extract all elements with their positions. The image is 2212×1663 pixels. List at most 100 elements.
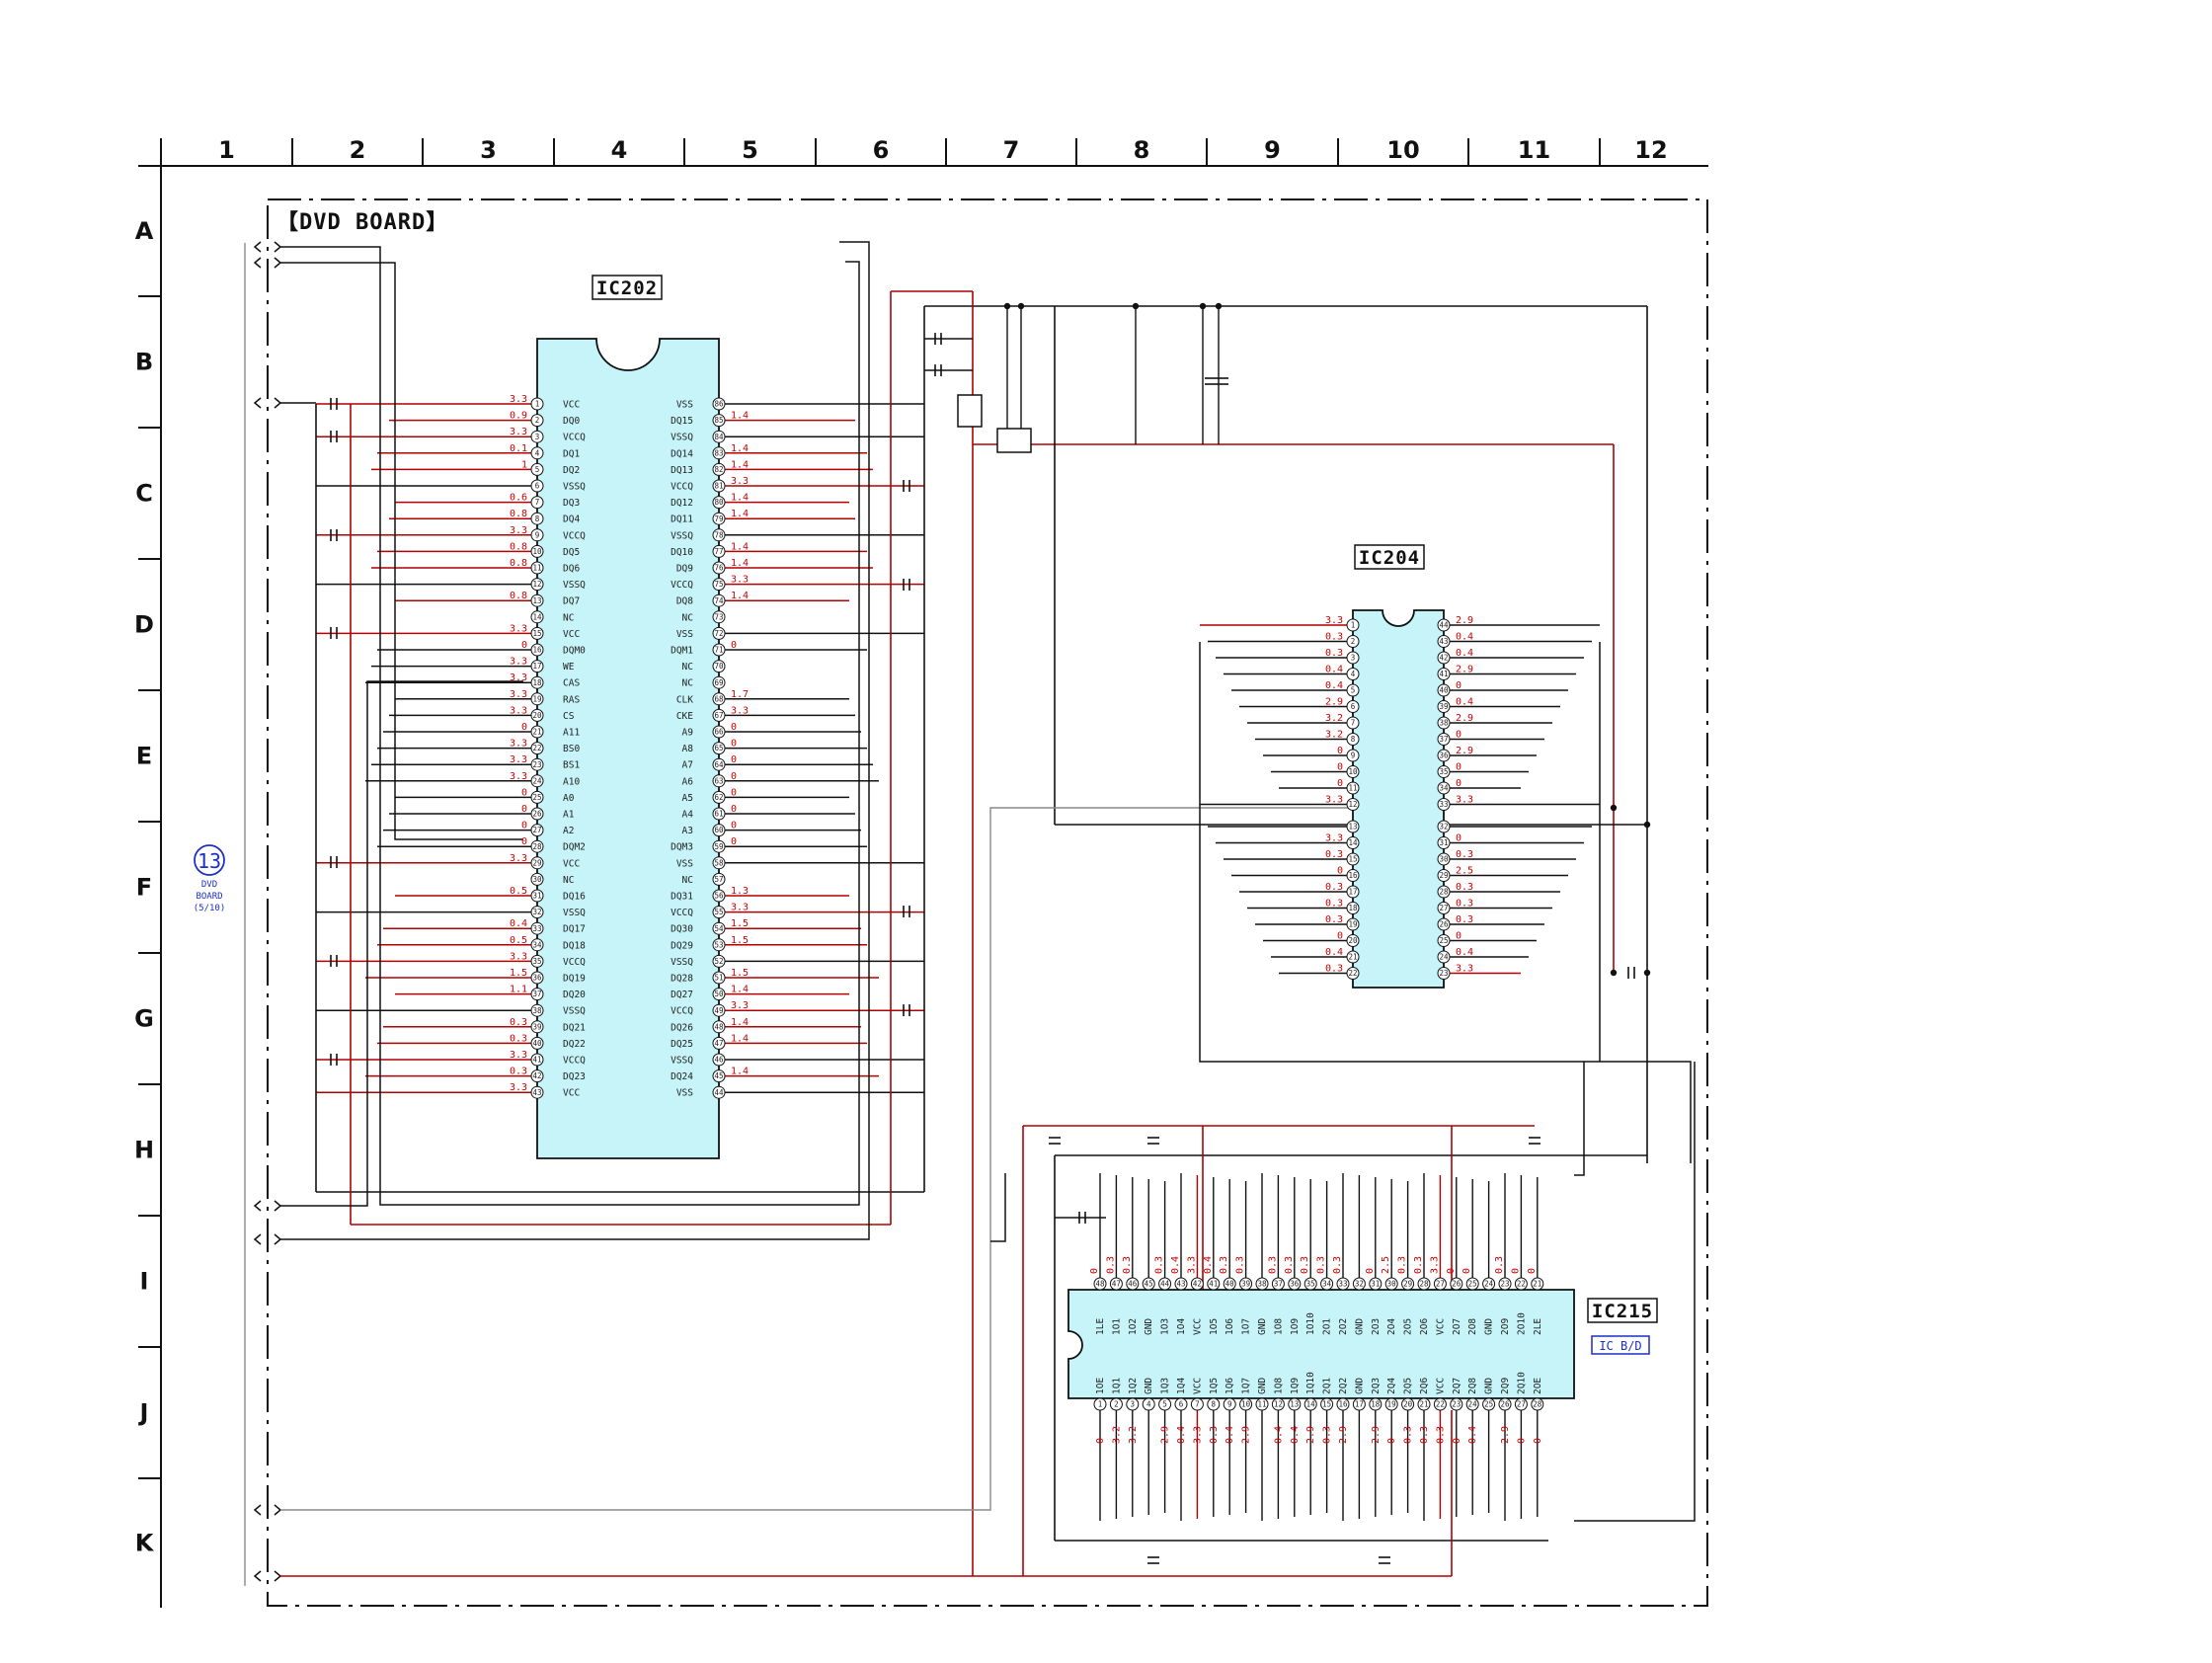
ic202-pin-44 [712, 1085, 726, 1099]
ic202-voltage: 1.5 [731, 968, 749, 979]
ic202-pin-64 [712, 757, 726, 771]
ic202-pin-name: DQ13 [671, 465, 693, 476]
ic215-pin-name: 1O4 [1176, 1318, 1187, 1335]
ic215-voltage: 0 [1516, 1438, 1527, 1444]
ic202-pin-name: DQ6 [563, 564, 580, 575]
ic204-pin-28 [1437, 885, 1451, 899]
ic202-voltage: 1.4 [731, 558, 749, 569]
ic202-pin-num: 63 [714, 776, 723, 785]
ic202-pin-56 [712, 889, 726, 903]
ic215-pin-31 [1369, 1277, 1382, 1291]
ic215-pin-47 [1109, 1277, 1123, 1291]
ic204-pin-10 [1346, 765, 1360, 778]
ic215-pin-name: 2LE [1533, 1318, 1543, 1335]
ic215-pin-name: 1O6 [1224, 1318, 1235, 1335]
ic204-pin-num: 18 [1348, 904, 1358, 912]
ic215-pin-name: 2OE [1533, 1378, 1543, 1394]
ic202-pin-num: 6 [535, 482, 540, 491]
ic215-pin-num: 33 [1338, 1280, 1347, 1289]
ic215-pin-38 [1255, 1277, 1269, 1291]
ic202-pin-name: VCCQ [671, 1006, 693, 1017]
ic215-pin-34 [1320, 1277, 1334, 1291]
ic204-pin-30 [1437, 852, 1451, 866]
ic202-pin-name: DQ21 [563, 1022, 586, 1033]
row-label-K: K [135, 1530, 155, 1557]
ic215-pin-num: 16 [1338, 1400, 1348, 1409]
ic215-pin-18 [1369, 1397, 1382, 1411]
ic215-pin-num: 20 [1403, 1400, 1413, 1409]
ic202-voltage: 3.3 [510, 705, 527, 716]
ic202-pin-name: NC [563, 612, 574, 623]
connector-ref-number: 13 [198, 849, 221, 873]
ic202-pin-name: A1 [563, 810, 575, 821]
ic215-pin-26 [1498, 1397, 1512, 1411]
ic215-pin-name: GND [1144, 1318, 1154, 1335]
ic202-voltage: 1.4 [731, 1033, 749, 1044]
ic215-voltage: 0.3 [1209, 1426, 1220, 1444]
ic202-voltage: 1.4 [731, 591, 749, 601]
connector-ref-line2: BOARD [196, 892, 222, 902]
ic215-pin-name: 1O9 [1290, 1318, 1301, 1335]
ic204-voltage: 0.4 [1456, 648, 1473, 659]
column-label-5: 5 [742, 136, 758, 164]
ic202-voltage: 0.3 [510, 1067, 527, 1077]
ic204-pin-1 [1346, 618, 1360, 632]
ic202-pin-num: 59 [714, 842, 723, 851]
ic202-pin-num: 10 [532, 547, 542, 556]
ic202-pin-name: DQ0 [563, 416, 580, 427]
ic202-voltage: 1.4 [731, 459, 749, 470]
ic202-pin-num: 54 [714, 924, 724, 933]
ic202-voltage: 0 [521, 640, 527, 651]
ic215-pin-name: 1O2 [1128, 1318, 1139, 1335]
ic215-voltage: 0.3 [1300, 1256, 1310, 1274]
ic202-pin-68 [712, 692, 726, 706]
ic215-pin-num: 6 [1179, 1400, 1184, 1409]
ic202-pin-num: 36 [532, 974, 542, 983]
junction-dot [1643, 969, 1651, 977]
ic215-pin-name: 2O5 [1403, 1318, 1414, 1335]
ic204-voltage: 0 [1337, 866, 1343, 877]
ic202-pin-name: NC [682, 612, 693, 623]
row-label-A: A [135, 217, 154, 245]
ic215-pin-num: 7 [1195, 1400, 1200, 1409]
ic215-pin-22 [1433, 1397, 1447, 1411]
ic215-pin-name: 2O2 [1338, 1318, 1349, 1335]
ic202-pin-num: 57 [714, 875, 723, 884]
ic202-pin-name: VSSQ [563, 908, 586, 918]
ic204-voltage: 3.3 [1456, 795, 1473, 806]
ic202-pin-name: DQ28 [671, 974, 693, 985]
ic215-pin-name: GND [1484, 1318, 1495, 1335]
ic215-pin-4 [1142, 1397, 1155, 1411]
ic202-voltage: 0.8 [510, 591, 527, 601]
ic202-pin-num: 20 [532, 711, 542, 720]
ic202-pin-31 [530, 889, 544, 903]
ic202-pin-71 [712, 643, 726, 657]
ic202-pin-83 [712, 446, 726, 460]
ic215-pin-6 [1174, 1397, 1188, 1411]
ic215-pin-num: 9 [1227, 1400, 1232, 1409]
ic202-pin-49 [712, 1003, 726, 1017]
ic204-pin-25 [1437, 934, 1451, 947]
ic204-pin-num: 16 [1348, 871, 1358, 880]
ic204-pin-num: 25 [1439, 936, 1448, 945]
ic204-voltage: 2.9 [1456, 713, 1473, 724]
ic202-pin-60 [712, 824, 726, 837]
ic202-pin-73 [712, 610, 726, 624]
ic202-pin-name: CLK [676, 694, 693, 705]
ic215-pin-27 [1433, 1277, 1447, 1291]
ic202-pin-num: 60 [714, 826, 724, 834]
ic202-voltage: 3.3 [510, 1082, 527, 1093]
ic202-pin-num: 73 [714, 612, 723, 621]
ic204-pin-num: 6 [1351, 702, 1356, 711]
ic215-pin-num: 26 [1500, 1400, 1510, 1409]
ic202-pin-name: NC [682, 875, 693, 886]
ic202-pin-25 [530, 790, 544, 804]
ic204-label-box [1354, 544, 1425, 570]
ic202-pin-name: VSSQ [563, 482, 586, 493]
ic204-pin-num: 9 [1351, 752, 1356, 760]
ic202-pin-name: DQ14 [671, 448, 693, 459]
ic215-pin-11 [1255, 1397, 1269, 1411]
ic202-voltage: 1.4 [731, 411, 749, 422]
ic202-pin-num: 7 [535, 498, 540, 507]
ic215-pin-num: 44 [1160, 1280, 1170, 1289]
